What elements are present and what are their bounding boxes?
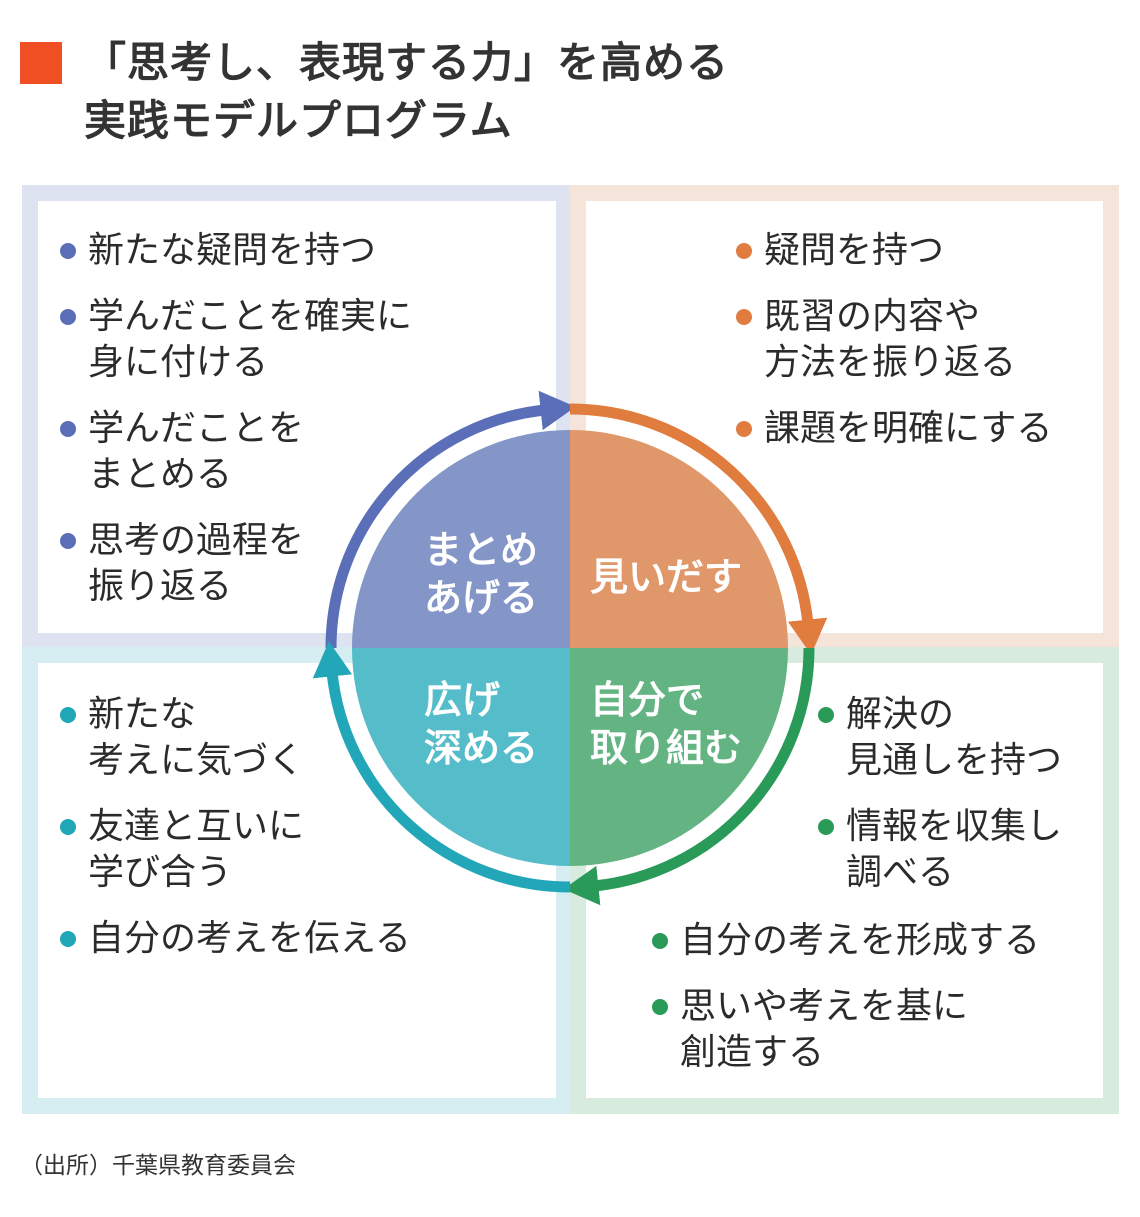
bullet-dot <box>60 819 76 835</box>
list-item: 友達と互いに学び合う <box>60 804 411 896</box>
center-quarter-top-left <box>352 430 570 648</box>
title-line-1: 「思考し、表現する力」を高める <box>84 38 730 87</box>
bottom-right-lower-list: 自分の考えを形成する思いや考えを基に創造する <box>652 918 1040 1096</box>
list-item-text: 友達と互いに <box>88 806 305 847</box>
list-item-text: 既習の内容や <box>764 296 981 337</box>
bottom-left-list: 新たな考えに気づく友達と互いに学び合う自分の考えを伝える <box>60 692 411 982</box>
bullet-dot <box>736 421 752 437</box>
center-label-miidasu: 見いだす <box>590 553 742 601</box>
list-item-text: 解決の <box>846 694 955 735</box>
list-item-text: 思いや考えを基に <box>680 986 969 1027</box>
center-label-line: 深める <box>424 726 539 770</box>
bullet-dot <box>60 309 76 325</box>
list-item-text: 思考の過程を <box>88 520 305 561</box>
list-item: 自分の考えを形成する <box>652 918 1040 964</box>
center-label-line: まとめ <box>424 528 539 572</box>
list-item-text: 自分の考えを形成する <box>680 920 1041 961</box>
page-title: 「思考し、表現する力」を高める 実践モデルプログラム <box>84 34 729 150</box>
source-note: （出所）千葉県教育委員会 <box>20 1153 296 1179</box>
cycle-arrow-green <box>563 647 815 906</box>
list-item-text: 見通しを持つ <box>846 740 1063 781</box>
list-item: 学んだことをまとめる <box>60 406 412 498</box>
cycle-arrow-teal <box>312 641 571 893</box>
list-item: 既習の内容や方法を振り返る <box>736 294 1052 386</box>
list-item: 新たな考えに気づく <box>60 692 411 784</box>
list-item: 解決の見通しを持つ <box>818 692 1062 784</box>
list-item-text: 課題を明確にする <box>764 408 1053 449</box>
title-line-2: 実践モデルプログラム <box>84 96 513 145</box>
center-label-line: 見いだす <box>590 555 743 599</box>
top-left-list: 新たな疑問を持つ学んだことを確実に身に付ける学んだことをまとめる思考の過程を振り… <box>60 228 412 630</box>
cycle-arrow-blue <box>325 390 576 649</box>
list-item: 自分の考えを伝える <box>60 916 411 962</box>
center-label-hiroge-fukameru: 広げ深める <box>424 676 538 772</box>
list-item-text: 新たな <box>88 694 197 735</box>
bullet-dot <box>60 243 76 259</box>
list-item-text: 振り返る <box>88 566 233 607</box>
list-item-text: 方法を振り返る <box>764 342 1017 383</box>
center-label-line: 広げ <box>424 678 501 722</box>
list-item-text: 学んだことを確実に <box>88 296 413 337</box>
list-item: 課題を明確にする <box>736 406 1052 452</box>
center-label-line: 自分で <box>590 678 705 722</box>
list-item-text: まとめる <box>88 454 233 495</box>
list-item-text: 自分の考えを伝える <box>88 918 411 959</box>
center-label-matome-ageru: まとめあげる <box>424 526 538 622</box>
center-label-line: 取り組む <box>590 726 743 770</box>
list-item-text: 身に付ける <box>88 342 269 383</box>
center-quarter-bottom-left <box>352 648 570 866</box>
list-item: 思考の過程を振り返る <box>60 518 412 610</box>
center-label-line: あげる <box>424 576 539 620</box>
bullet-dot <box>60 421 76 437</box>
center-quarter-top-right <box>570 430 788 648</box>
list-item-text: 情報を収集し <box>846 806 1063 847</box>
list-item: 新たな疑問を持つ <box>60 228 412 274</box>
bullet-dot <box>60 707 76 723</box>
bullet-dot <box>652 933 668 949</box>
list-item-text: 疑問を持つ <box>764 230 945 271</box>
cycle-arrow-orange <box>569 403 828 655</box>
center-label-jibunde-torikumu: 自分で取り組む <box>590 676 742 772</box>
title-marker <box>20 42 62 84</box>
bullet-dot <box>652 999 668 1015</box>
bottom-right-upper-list: 解決の見通しを持つ情報を収集し調べる <box>818 692 1062 916</box>
list-item-text: 考えに気づく <box>88 740 305 781</box>
bullet-dot <box>60 533 76 549</box>
list-item-text: 創造する <box>680 1032 825 1073</box>
list-item: 思いや考えを基に創造する <box>652 984 1040 1076</box>
bullet-dot <box>736 309 752 325</box>
bullet-dot <box>60 931 76 947</box>
list-item-text: 学び合う <box>88 852 233 893</box>
center-quarter-bottom-right <box>570 648 788 866</box>
list-item: 疑問を持つ <box>736 228 1052 274</box>
list-item-text: 調べる <box>846 852 955 893</box>
list-item-text: 新たな疑問を持つ <box>88 230 377 271</box>
list-item: 学んだことを確実に身に付ける <box>60 294 412 386</box>
top-right-list: 疑問を持つ既習の内容や方法を振り返る課題を明確にする <box>736 228 1052 472</box>
bullet-dot <box>818 707 834 723</box>
bullet-dot <box>818 819 834 835</box>
list-item-text: 学んだことを <box>88 408 305 449</box>
bullet-dot <box>736 243 752 259</box>
list-item: 情報を収集し調べる <box>818 804 1062 896</box>
